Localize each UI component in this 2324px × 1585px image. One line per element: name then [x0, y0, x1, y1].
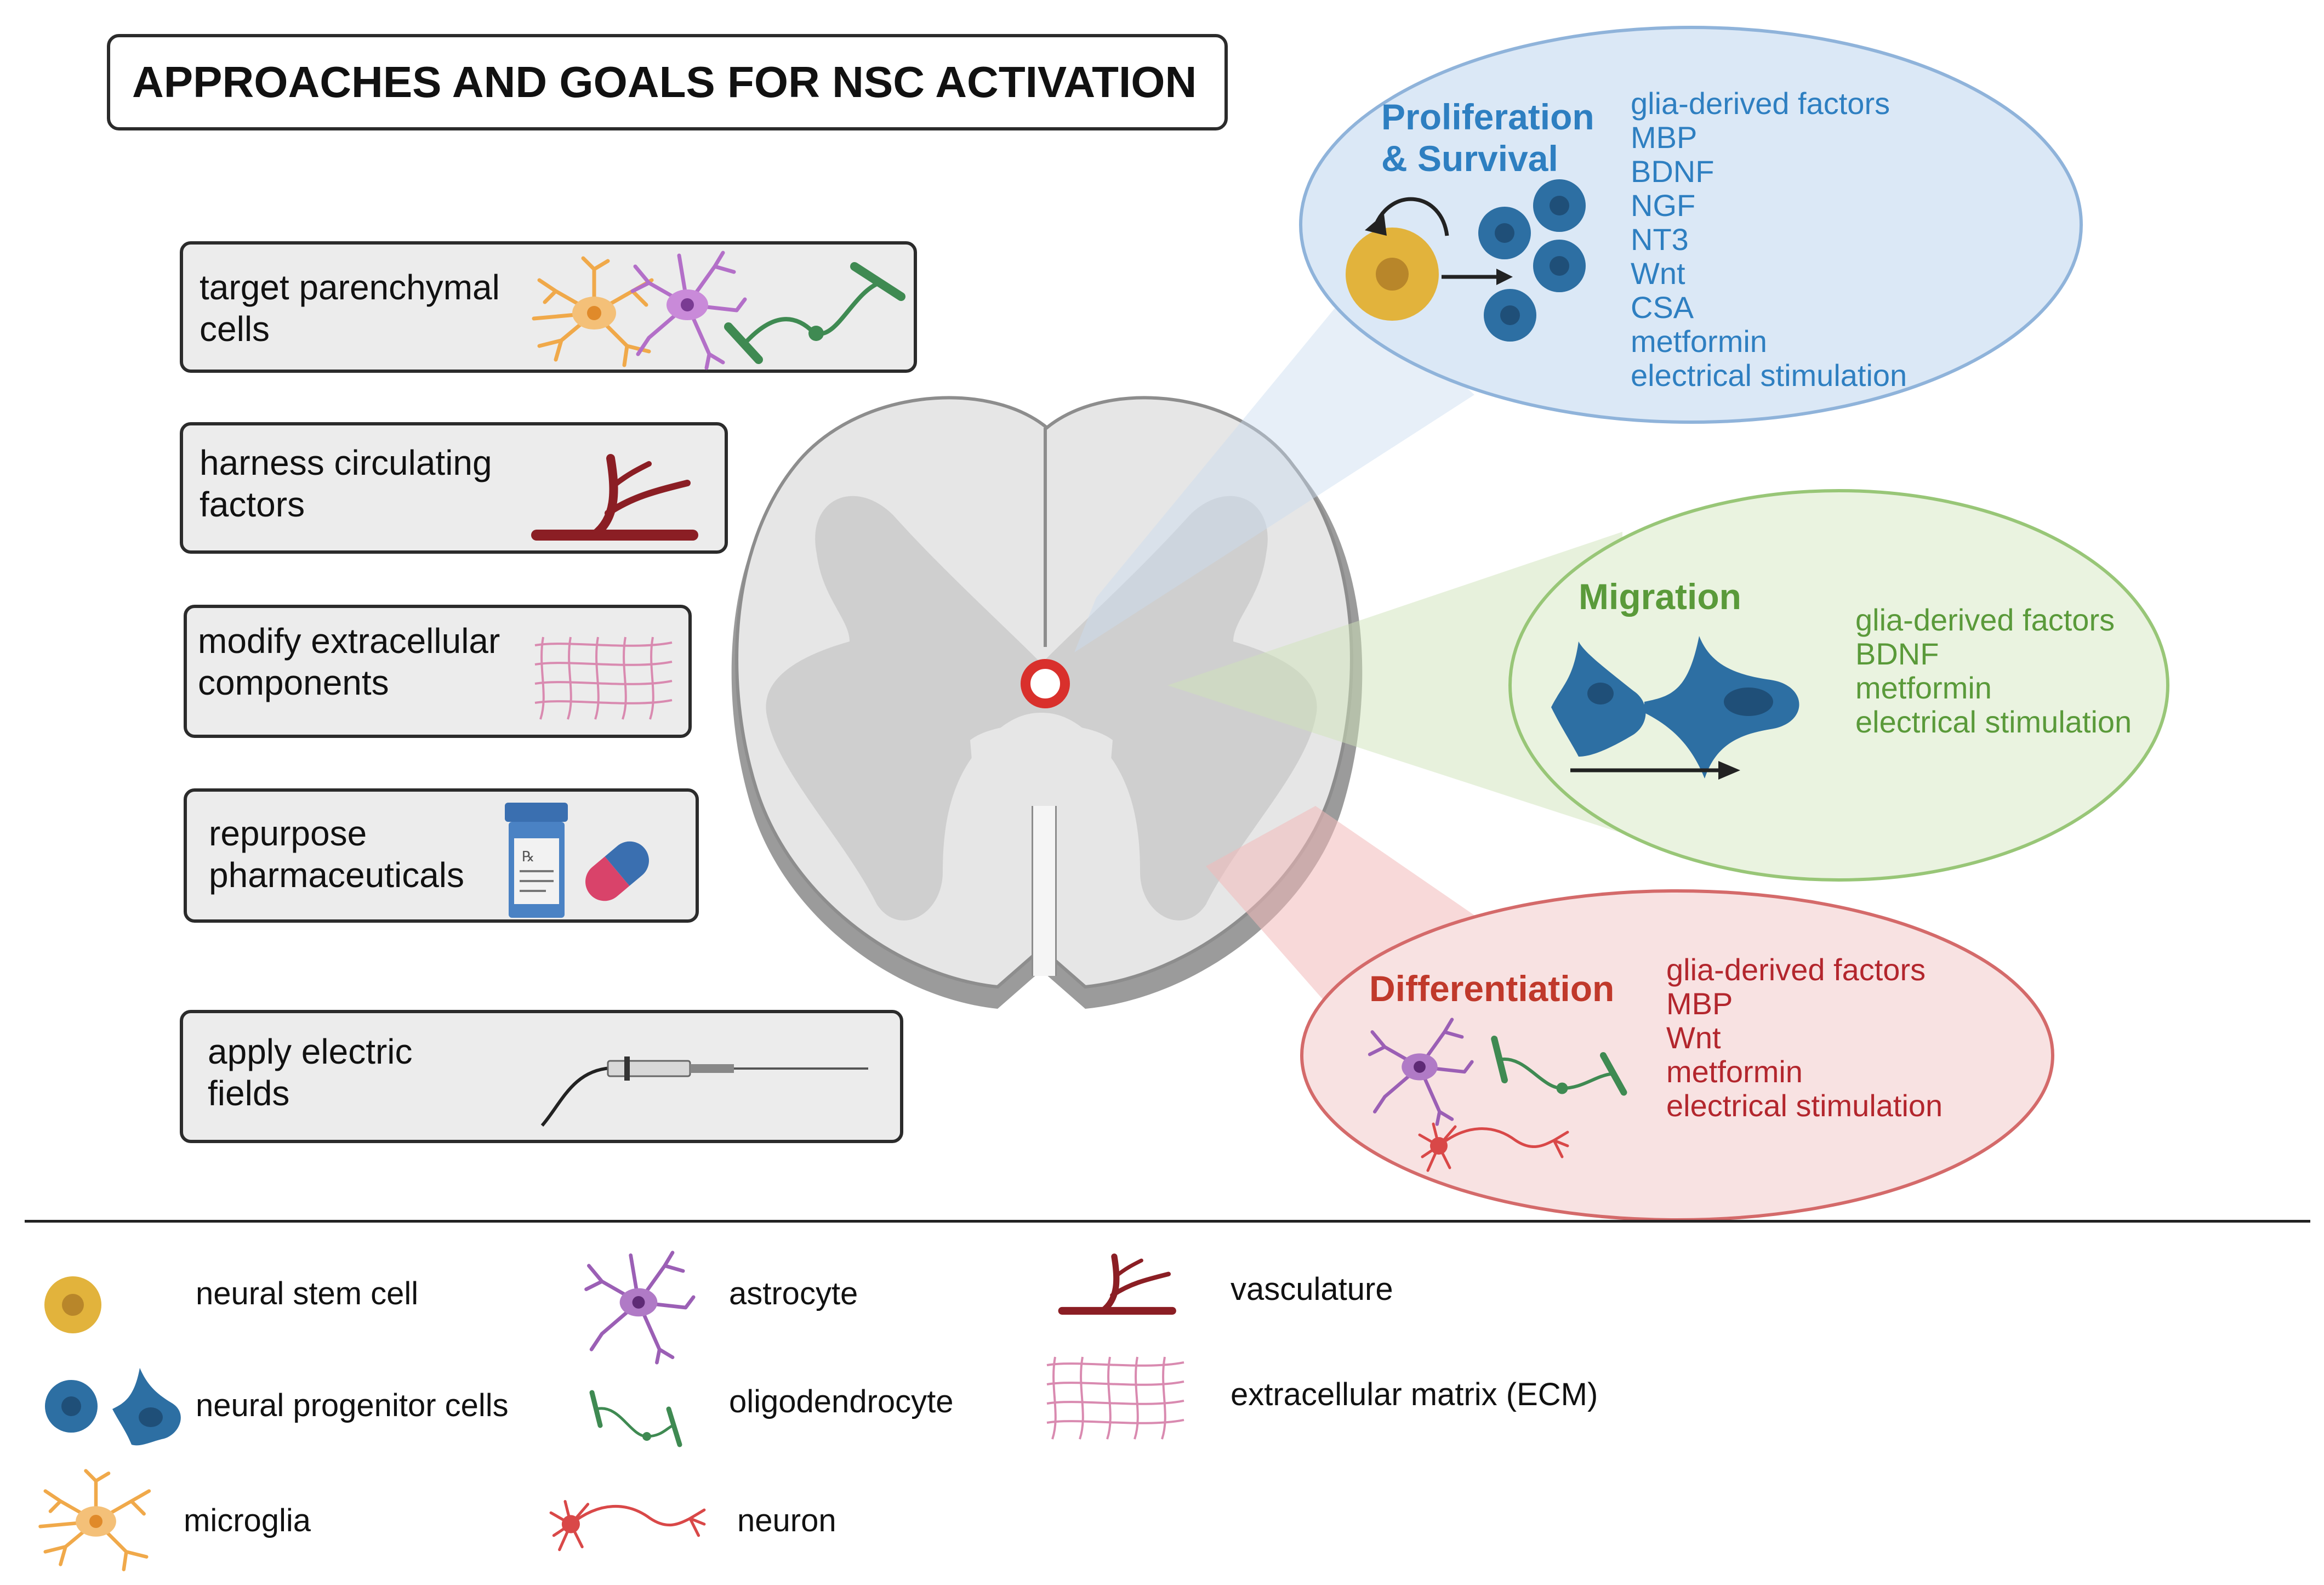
legend-oligodendrocyte-label: oligodendrocyte — [729, 1384, 954, 1419]
legend-microglia-icon — [38, 1469, 151, 1571]
pill-bottle-icon: ℞ — [505, 803, 568, 918]
approach-modify-extracellular-components: modify extracellular components — [184, 605, 692, 738]
legend-divider — [25, 1220, 2310, 1223]
differentiation-factor: Wnt — [1666, 1020, 1721, 1055]
differentiation-factor: MBP — [1666, 986, 1733, 1021]
proliferation-factor: BDNF — [1631, 154, 1714, 189]
oligodendrocyte-icon — [724, 262, 905, 364]
proliferation-factor: Wnt — [1631, 256, 1685, 291]
legend-astrocyte-label: astrocyte — [729, 1276, 858, 1311]
legend-neural-progenitor-cells-icon — [45, 1368, 181, 1446]
migration-factor: electrical stimulation — [1855, 705, 2132, 739]
title-text: APPROACHES AND GOALS FOR NSC ACTIVATION — [132, 58, 1197, 106]
approach-label: target parenchymal cells — [200, 268, 500, 349]
differentiation-factor-list: glia-derived factors MBP Wnt metformin e… — [1666, 953, 1943, 1123]
migration-factor: BDNF — [1855, 637, 1939, 671]
legend-vasculature-label: vasculature — [1231, 1271, 1393, 1307]
migration-title: Migration — [1579, 576, 1741, 617]
proliferation-factor: NGF — [1631, 188, 1696, 223]
legend-microglia-label: microglia — [184, 1503, 311, 1538]
proliferation-factor-list: glia-derived factors MBP BDNF NGF NT3 Wn… — [1631, 87, 1907, 393]
microglia-icon — [532, 256, 654, 367]
legend-neural-progenitor-cells-label: neural progenitor cells — [196, 1388, 509, 1423]
migration-arrow — [1570, 761, 1740, 780]
approach-repurpose-pharmaceuticals: repurpose pharmaceuticals ℞ — [184, 788, 699, 923]
differentiation-factor: metformin — [1666, 1054, 1803, 1089]
differentiation-oligodendrocyte-icon — [1491, 1036, 1627, 1096]
central-canal — [1021, 659, 1070, 708]
proliferation-factor: NT3 — [1631, 222, 1689, 257]
ecm-icon — [534, 637, 673, 720]
vasculature-icon — [531, 454, 698, 541]
spinal-cord-cross-section — [731, 396, 1363, 1009]
legend-vasculature-icon — [1058, 1253, 1176, 1315]
proliferation-factor: glia-derived factors — [1631, 86, 1890, 121]
migration-ellipse — [1508, 489, 2169, 882]
diagram-title: APPROACHES AND GOALS FOR NSC ACTIVATION — [107, 34, 1228, 130]
proliferation-factor: metformin — [1631, 324, 1767, 359]
approach-label: apply electric fields — [208, 1032, 413, 1113]
approach-harness-circulating-factors: harness circulating factors — [180, 422, 728, 554]
proliferation-factor: CSA — [1631, 290, 1694, 325]
astrocyte-icon — [630, 251, 747, 370]
legend-neuron-label: neuron — [737, 1503, 836, 1538]
proliferation-illustration — [1346, 179, 1586, 342]
migration-illustration — [1551, 636, 1799, 779]
proliferation-factor: electrical stimulation — [1631, 358, 1907, 393]
legend-neural-stem-cell-icon — [44, 1276, 101, 1333]
differentiation-astrocyte-icon — [1368, 1018, 1474, 1126]
legend-ecm-label: extracellular matrix (ECM) — [1231, 1377, 1598, 1412]
approach-apply-electric-fields: apply electric fields — [180, 1010, 903, 1143]
differentiation-factor: glia-derived factors — [1666, 952, 1926, 987]
approach-label: harness circulating factors — [200, 443, 492, 524]
differentiation-neuron-icon — [1418, 1122, 1569, 1172]
migration-factor-list: glia-derived factors BDNF metformin elec… — [1855, 603, 2132, 739]
electrode-icon — [540, 1056, 868, 1127]
differentiation-factor: electrical stimulation — [1666, 1088, 1943, 1123]
legend-ecm-icon — [1046, 1356, 1184, 1440]
legend-neural-stem-cell-label: neural stem cell — [196, 1276, 419, 1311]
legend-oligodendrocyte-icon — [589, 1390, 682, 1447]
svg-text:℞: ℞ — [522, 849, 534, 865]
proliferation-title: Proliferation & Survival — [1381, 96, 1594, 179]
migration-factor: metformin — [1855, 671, 1992, 705]
differentiation-title: Differentiation — [1369, 968, 1615, 1009]
approach-target-parenchymal-cells: target parenchymal cells — [180, 241, 917, 373]
legend-neuron-icon — [549, 1499, 706, 1552]
proliferation-factor: MBP — [1631, 120, 1698, 155]
migration-factor: glia-derived factors — [1855, 603, 2115, 637]
approach-label: modify extracellular components — [198, 621, 500, 702]
capsule-icon — [585, 841, 649, 901]
legend-astrocyte-icon — [584, 1251, 696, 1365]
approach-label: repurpose pharmaceuticals — [209, 814, 464, 895]
